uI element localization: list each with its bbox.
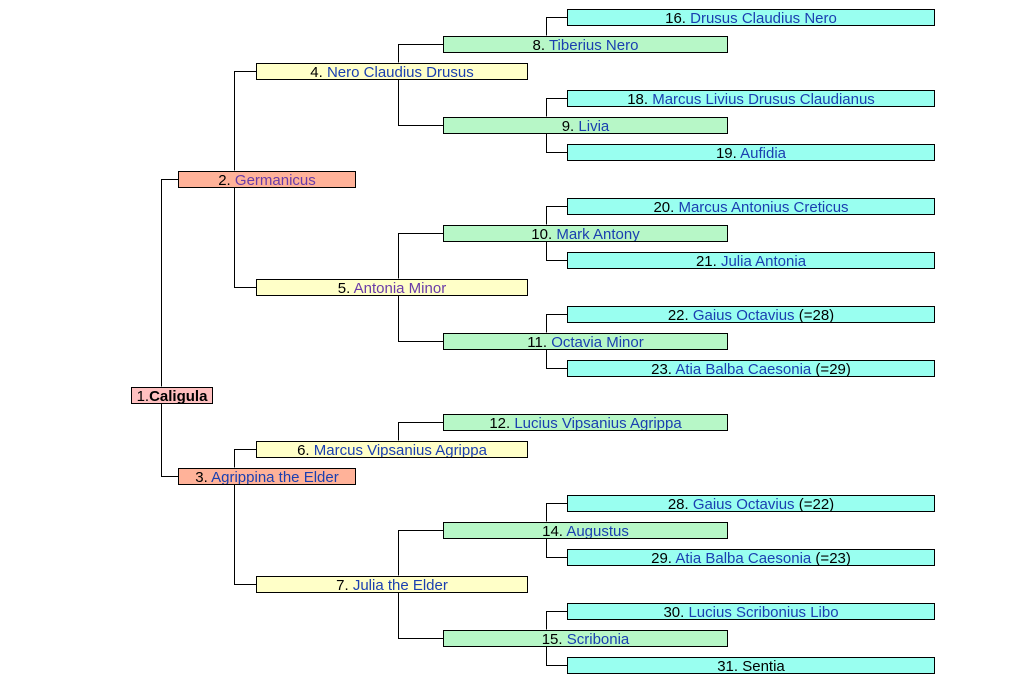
person-name-link[interactable]: Germanicus [234,171,316,188]
person-name-link[interactable]: Tiberius Nero [548,36,639,53]
person-name-link[interactable]: Lucius Scribonius Libo [688,603,839,620]
person-number: 2. [218,171,235,188]
person-box-22: 22. Gaius Octavius (=28) [567,305,935,323]
person-number: 22. [667,306,693,323]
person-box-18: 18. Marcus Livius Drusus Claudianus [567,89,935,107]
person-name-link[interactable]: Marcus Vipsanius Agrippa [313,441,487,458]
person-box-5: 5. Antonia Minor [256,278,528,296]
person-number: 4. [310,63,327,80]
person-name-link[interactable]: Julia Antonia [720,252,807,269]
person-name-link: Caligula [149,387,208,404]
person-name-link[interactable]: Lucius Vipsanius Agrippa [514,414,682,431]
person-box-3: 3. Agrippina the Elder [178,467,356,485]
person-box-14: 14. Augustus [443,521,728,539]
person-name-link[interactable]: Nero Claudius Drusus [326,63,474,80]
person-box-15: 15. Scribonia [443,629,728,647]
person-number: 5. [337,279,354,296]
person-box-16: 16. Drusus Claudius Nero [567,8,935,26]
person-number: 28. [667,495,693,512]
person-box-4: 4. Nero Claudius Drusus [256,62,528,80]
person-number: 20. [653,198,679,215]
duplicate-ref: (=23) [811,549,851,566]
person-box-12: 12. Lucius Vipsanius Agrippa [443,413,728,431]
person-name-link[interactable]: Augustus [566,522,629,539]
person-name-link[interactable]: Atia Balba Caesonia [675,549,812,566]
person-number: 8. [532,36,549,53]
person-number: 21. [695,252,721,269]
duplicate-ref: (=28) [794,306,835,323]
person-number: 15. [541,630,567,647]
person-number: 9. [561,117,579,134]
person-box-28: 28. Gaius Octavius (=22) [567,494,935,512]
person-box-30: 30. Lucius Scribonius Libo [567,602,935,620]
person-box-29: 29. Atia Balba Caesonia (=23) [567,548,935,566]
person-name-link[interactable]: Gaius Octavius [692,306,795,323]
person-name-link[interactable]: Marcus Livius Drusus Claudianus [652,90,875,107]
person-name-link[interactable]: Scribonia [566,630,630,647]
person-box-2: 2. Germanicus [178,170,356,188]
person-number: 30. [663,603,689,620]
person-number: 19. [715,144,741,161]
person-box-7: 7. Julia the Elder [256,575,528,593]
person-box-10: 10. Mark Antony [443,224,728,242]
person-name-link[interactable]: Livia [578,117,610,134]
person-box-21: 21. Julia Antonia [567,251,935,269]
person-number: 3. [195,468,212,485]
person-box-23: 23. Atia Balba Caesonia (=29) [567,359,935,377]
person-number: 7. [336,576,353,593]
person-box-6: 6. Marcus Vipsanius Agrippa [256,440,528,458]
person-number: 6. [297,441,314,458]
person-box-9: 9. Livia [443,116,728,134]
duplicate-ref: (=29) [811,360,851,377]
person-name-link[interactable]: Mark Antony [556,225,640,242]
person-box-11: 11. Octavia Minor [443,332,728,350]
person-number: 11. [527,333,552,350]
person-box-19: 19. Aufidia [567,143,935,161]
person-box-8: 8. Tiberius Nero [443,35,728,53]
person-name-link[interactable]: Atia Balba Caesonia [675,360,812,377]
person-name-link[interactable]: Octavia Minor [551,333,644,350]
person-number: 31. Sentia [717,657,785,674]
person-number: 12. [489,414,515,431]
person-name-link[interactable]: Aufidia [740,144,787,161]
person-number: 10. [531,225,557,242]
duplicate-ref: (=22) [794,495,835,512]
person-name-link[interactable]: Julia the Elder [352,576,448,593]
person-number: 16. [665,9,691,26]
person-name-link[interactable]: Marcus Antonius Creticus [678,198,849,215]
person-number: 23. [651,360,676,377]
person-box-1: 1.Caligula [131,386,213,404]
person-name-link[interactable]: Drusus Claudius Nero [690,9,837,26]
person-number: 18. [627,90,653,107]
person-name-link[interactable]: Antonia Minor [353,279,447,296]
person-number: 14. [542,522,567,539]
person-box-31: 31. Sentia [567,656,935,674]
person-number: 29. [651,549,676,566]
person-name-link[interactable]: Agrippina the Elder [211,468,339,485]
person-name-link[interactable]: Gaius Octavius [692,495,795,512]
person-number: 1. [136,387,150,404]
person-box-20: 20. Marcus Antonius Creticus [567,197,935,215]
